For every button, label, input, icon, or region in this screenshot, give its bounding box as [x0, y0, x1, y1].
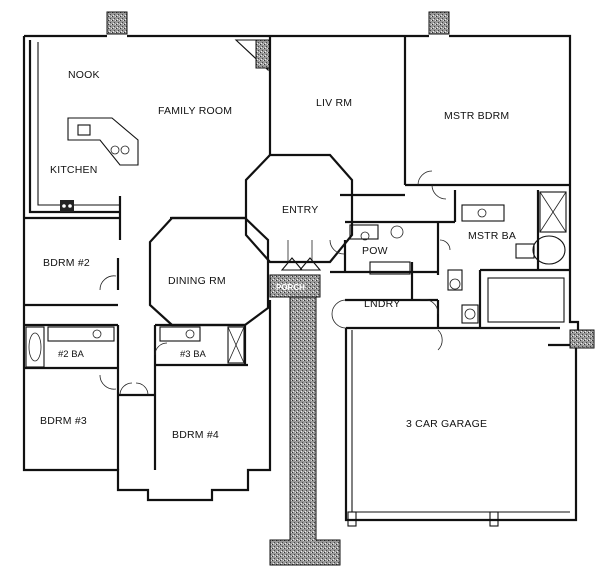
room-label-pow: POW: [362, 245, 388, 257]
room-label-bdrm3: BDRM #3: [40, 415, 87, 427]
chimney-left: [106, 11, 128, 35]
room-label-bdrm4: BDRM #4: [172, 429, 219, 441]
fireplace-block: [255, 39, 271, 69]
room-label-porch: PORCH: [276, 283, 305, 292]
doors: [99, 170, 451, 396]
dining-octagon: [148, 216, 270, 327]
garage-post-left: [347, 511, 357, 527]
entry-octagon: [244, 153, 354, 264]
room-label-bdrm2: BDRM #2: [43, 257, 90, 269]
room-label-dining-rm: DINING RM: [168, 275, 226, 287]
garage-post-right: [489, 511, 499, 527]
room-label-mstr-bdrm: MSTR BDRM: [444, 110, 509, 122]
room-label-liv-rm: LIV RM: [316, 97, 352, 109]
room-label-kitchen: KITCHEN: [50, 164, 98, 176]
room-label-ba3: #3 BA: [180, 349, 207, 360]
room-label-garage: 3 CAR GARAGE: [406, 418, 487, 430]
room-label-nook: NOOK: [68, 69, 100, 81]
room-label-lndry: LNDRY: [364, 298, 400, 310]
kitchen-counter: [37, 42, 120, 212]
walkway: [269, 296, 341, 566]
bathroom-fixtures: [25, 191, 567, 368]
chimney-right: [428, 11, 450, 35]
room-label-entry: ENTRY: [282, 204, 318, 216]
room-label-ba2: #2 BA: [58, 349, 85, 360]
garage-column: [569, 329, 595, 349]
interior-walls: [24, 36, 570, 470]
room-label-mstr-ba: MSTR BA: [468, 230, 516, 242]
kitchen-island: [67, 117, 139, 166]
room-label-family-room: FAMILY ROOM: [158, 105, 232, 117]
